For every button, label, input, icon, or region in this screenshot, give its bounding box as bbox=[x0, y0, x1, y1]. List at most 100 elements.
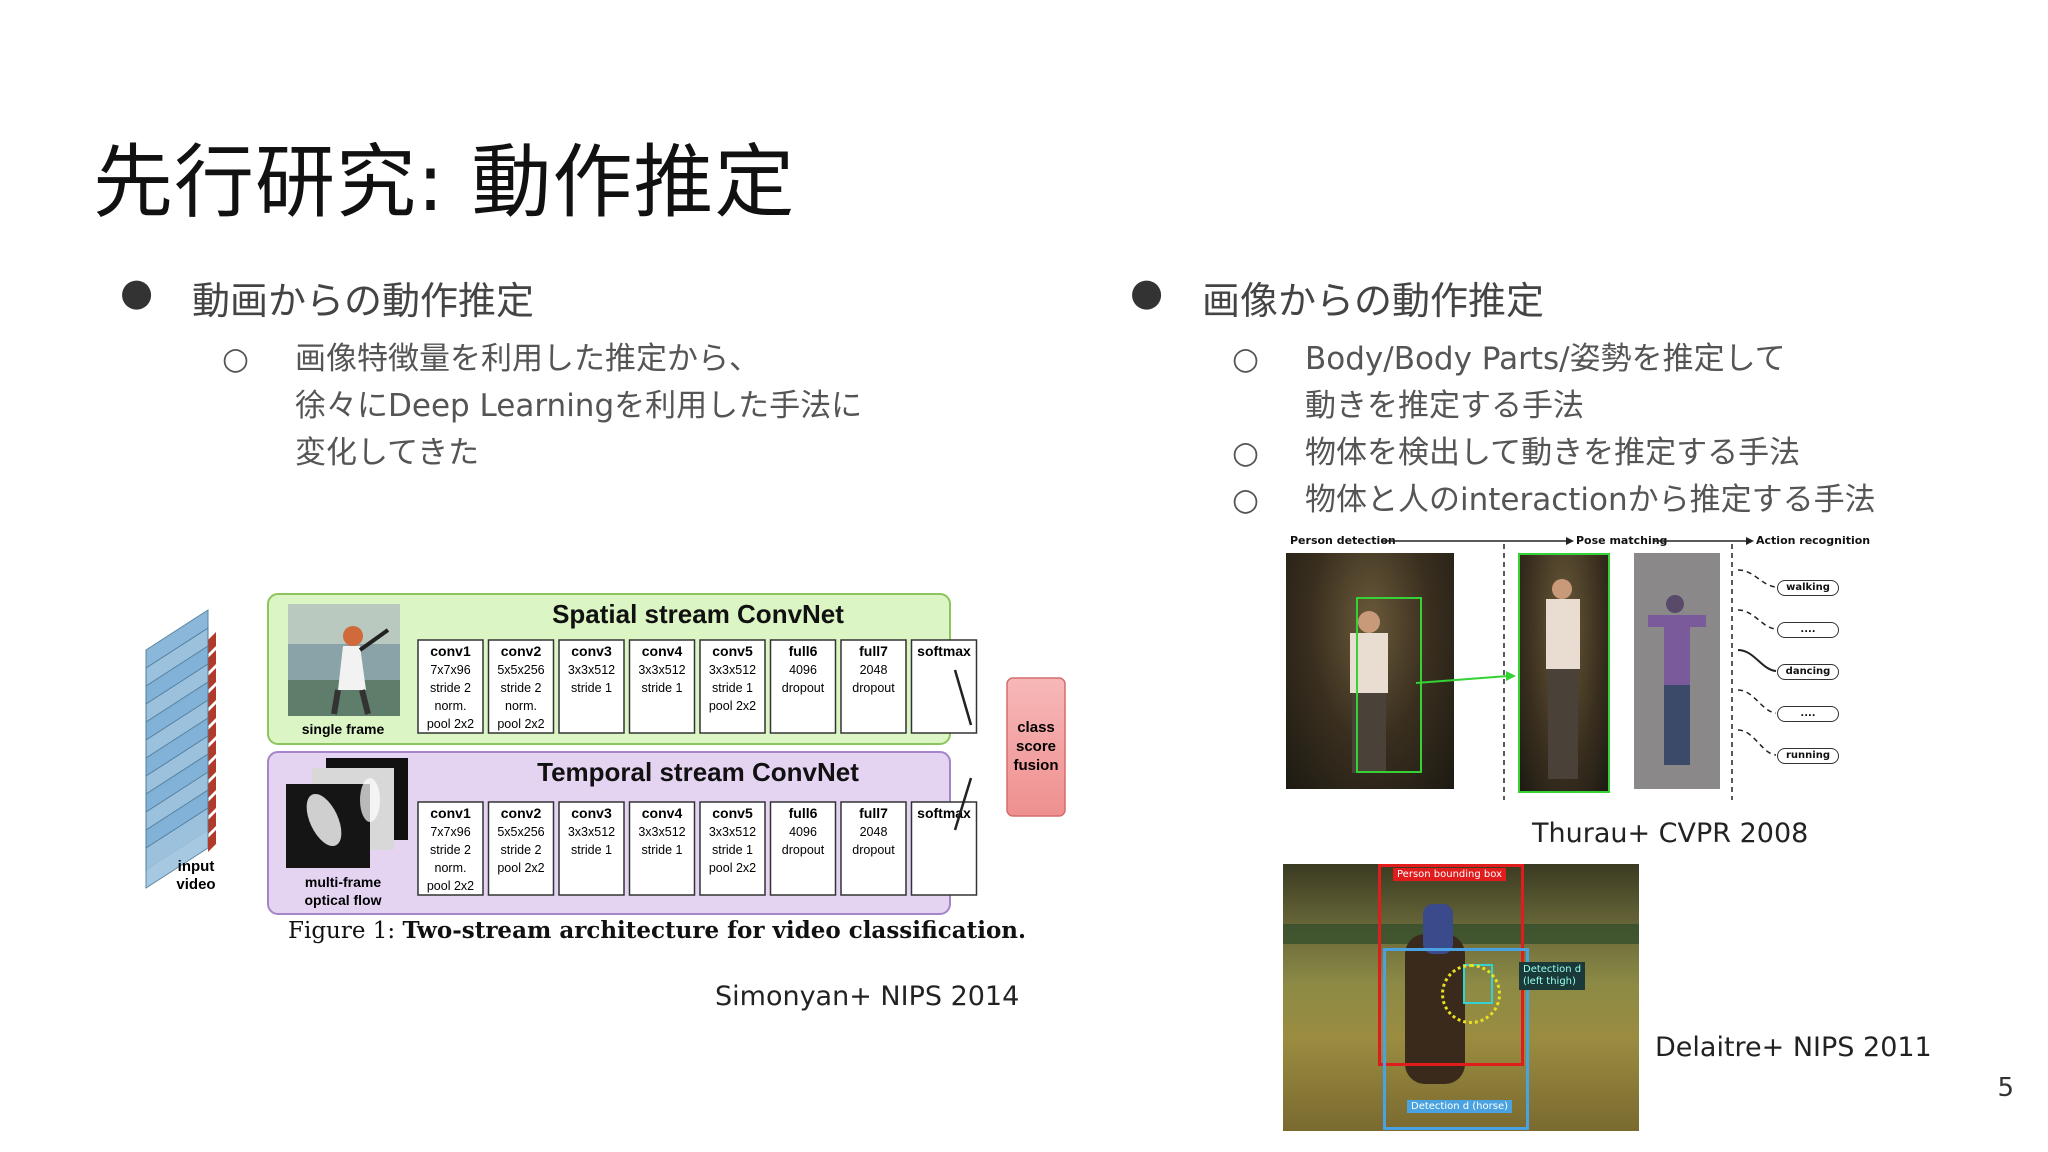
right-bullet: ● 画像からの動作推定 bbox=[1130, 270, 2030, 336]
layer-box bbox=[417, 639, 484, 734]
layer-box bbox=[487, 639, 555, 734]
thigh-detection-label-1: Detection d bbox=[1523, 964, 1582, 975]
thurau-citation: Thurau+ CVPR 2008 bbox=[1532, 818, 1809, 849]
right-sub-line: Body/Body Parts/姿勢を推定して bbox=[1305, 341, 1786, 377]
layer-detail: 7x7x96 bbox=[430, 663, 470, 677]
stage-label-action-recognition: Action recognition bbox=[1756, 534, 1871, 547]
layer-box bbox=[769, 801, 837, 896]
pose-matching-photo bbox=[1518, 553, 1610, 793]
left-bullet-text: 動画からの動作推定 bbox=[192, 279, 535, 323]
layer-detail: pool 2x2 bbox=[709, 861, 756, 875]
single-frame-label: single frame bbox=[302, 721, 385, 737]
action-ellipsis: .... bbox=[1777, 706, 1839, 722]
layer-box bbox=[417, 801, 484, 896]
frame-edge-marker bbox=[208, 632, 216, 654]
layer-detail: stride 2 bbox=[501, 681, 542, 695]
layer-name: conv3 bbox=[571, 643, 612, 659]
multi-frame-label-2: optical flow bbox=[305, 892, 382, 908]
layer-detail: dropout bbox=[782, 843, 825, 857]
layer-name: softmax bbox=[917, 643, 971, 659]
layer-detail: 3x3x512 bbox=[568, 825, 615, 839]
layer-detail: stride 1 bbox=[642, 843, 683, 857]
temporal-stream-title: Temporal stream ConvNet bbox=[537, 757, 859, 787]
action-running: running bbox=[1777, 748, 1839, 764]
frame-edge-marker bbox=[208, 686, 216, 708]
layer-detail: 5x5x256 bbox=[497, 825, 544, 839]
layer-detail: stride 2 bbox=[501, 843, 542, 857]
bullet-ring-icon: ○ bbox=[1232, 482, 1260, 518]
layer-detail: 3x3x512 bbox=[638, 663, 685, 677]
figure-caption-text: Two-stream architecture for video classi… bbox=[402, 917, 1027, 944]
layer-detail: pool 2x2 bbox=[497, 861, 544, 875]
layer-detail: stride 1 bbox=[571, 843, 612, 857]
bullet-ring-icon: ○ bbox=[1232, 341, 1260, 377]
layer-detail: stride 1 bbox=[642, 681, 683, 695]
frame-edge-marker bbox=[208, 776, 216, 798]
layer-detail: dropout bbox=[852, 843, 895, 857]
thigh-detection-label: Detection d (left thigh) bbox=[1519, 962, 1586, 990]
layer-detail: 2048 bbox=[860, 663, 888, 677]
layer-name: conv2 bbox=[501, 643, 542, 659]
layer-detail: 3x3x512 bbox=[638, 825, 685, 839]
frame-edge-marker bbox=[208, 794, 216, 816]
figure-caption: Figure 1: Two-stream architecture for vi… bbox=[288, 917, 1026, 944]
layer-name: full6 bbox=[789, 805, 818, 821]
rider-shape bbox=[1423, 904, 1453, 954]
bullet-dot-icon: ● bbox=[1130, 270, 1164, 314]
simonyan-citation: Simonyan+ NIPS 2014 bbox=[715, 981, 1020, 1012]
right-sub-item-2: ○ 物体を検出して動きを推定する手法 bbox=[1130, 430, 2030, 477]
thurau-figure: Person detection Pose matching Action re… bbox=[1284, 530, 1870, 800]
layer-name: conv5 bbox=[712, 805, 753, 821]
bullet-ring-icon: ○ bbox=[1232, 435, 1260, 471]
input-label-1: input bbox=[178, 858, 215, 875]
spatial-to-fusion-arrow bbox=[953, 669, 973, 726]
layer-detail: stride 2 bbox=[430, 681, 471, 695]
frame-edge-marker bbox=[208, 668, 216, 690]
action-dancing: dancing bbox=[1777, 664, 1839, 680]
optical-flow-images bbox=[286, 758, 408, 868]
action-arrows bbox=[1737, 569, 1777, 756]
layer-box bbox=[628, 801, 696, 896]
layer-detail: 5x5x256 bbox=[497, 663, 544, 677]
right-sub-item-3: ○ 物体と人のinteractionから推定する手法 bbox=[1130, 477, 2030, 524]
layer-box bbox=[487, 801, 555, 896]
layer-detail: dropout bbox=[852, 681, 895, 695]
layer-detail: pool 2x2 bbox=[427, 717, 474, 731]
thigh-detection-label-2: (left thigh) bbox=[1523, 976, 1576, 987]
left-sub-line-1: 画像特徴量を利用した推定から、 bbox=[295, 341, 760, 377]
frame-edge-marker bbox=[208, 704, 216, 726]
right-sub-line: 物体と人のinteractionから推定する手法 bbox=[1305, 482, 1876, 518]
layer-box bbox=[769, 639, 837, 734]
layer-name: conv1 bbox=[430, 805, 471, 821]
layer-detail: 7x7x96 bbox=[430, 825, 470, 839]
layer-name: softmax bbox=[917, 805, 971, 821]
layer-name: conv1 bbox=[430, 643, 471, 659]
layer-box bbox=[840, 801, 907, 896]
relation-circle bbox=[1441, 964, 1501, 1024]
layer-detail: pool 2x2 bbox=[709, 699, 756, 713]
layer-name: conv3 bbox=[571, 805, 612, 821]
action-walking: walking bbox=[1777, 580, 1839, 596]
right-bullet-text: 画像からの動作推定 bbox=[1202, 279, 1545, 323]
right-sub-line: 動きを推定する手法 bbox=[1305, 388, 1584, 424]
figure-caption-prefix: Figure 1: bbox=[288, 918, 396, 944]
frame-edge-marker bbox=[208, 830, 216, 852]
stage-label-pose-matching: Pose matching bbox=[1576, 534, 1668, 547]
layer-detail: 2048 bbox=[860, 825, 888, 839]
frame-edge-marker bbox=[208, 812, 216, 834]
left-sub-line-2: 徐々にDeep Learningを利用した手法に bbox=[295, 388, 863, 424]
person-box-label: Person bounding box bbox=[1393, 868, 1506, 881]
class-score-fusion-box bbox=[1006, 677, 1066, 817]
layer-box bbox=[910, 801, 978, 896]
delaitre-figure: Person bounding box Detection d (horse) … bbox=[1283, 864, 1639, 1131]
input-label-2: video bbox=[176, 876, 215, 893]
frame-edge-marker bbox=[208, 650, 216, 672]
layer-detail: 3x3x512 bbox=[709, 825, 756, 839]
layer-box bbox=[558, 639, 625, 734]
multi-frame-label-1: multi-frame bbox=[305, 874, 381, 890]
input-video-stack bbox=[145, 609, 216, 889]
spatial-stream-title: Spatial stream ConvNet bbox=[552, 599, 844, 629]
layer-name: conv4 bbox=[642, 643, 683, 659]
layer-name: full7 bbox=[859, 643, 888, 659]
